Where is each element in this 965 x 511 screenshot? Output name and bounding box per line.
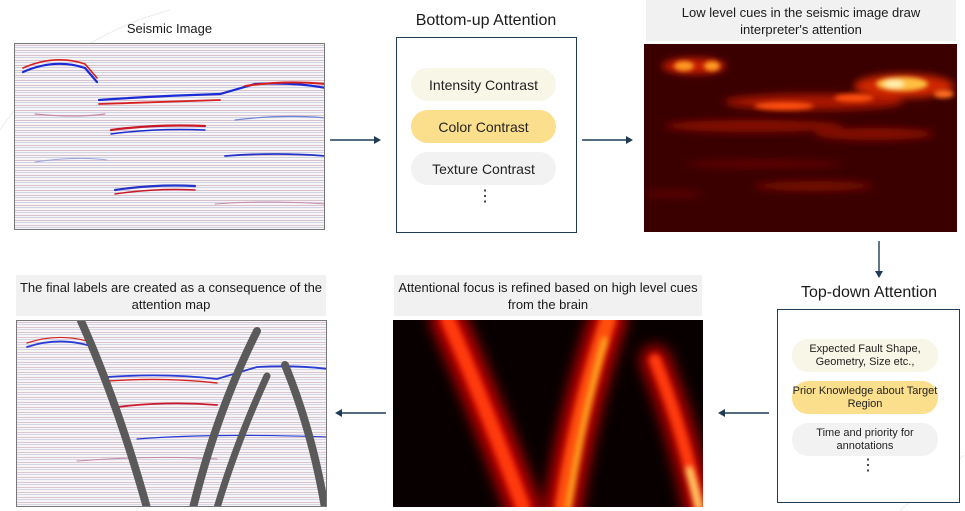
refined-attention-map — [393, 320, 703, 507]
low-level-caption: Low level cues in the seismic image draw… — [646, 0, 956, 41]
arrow-left-2 — [335, 409, 386, 417]
pill-time-priority: Time and priority for annotations — [792, 423, 938, 456]
pill-intensity-contrast: Intensity Contrast — [411, 68, 556, 101]
more-items-icon: ⋮ — [477, 188, 493, 205]
more-items-icon: ⋮ — [860, 457, 876, 474]
final-caption: The final labels are created as a conseq… — [16, 275, 326, 316]
seismic-image-graphic — [15, 44, 324, 229]
pill-expected-fault-shape: Expected Fault Shape, Geometry, Size etc… — [792, 339, 938, 372]
saliency-heatmap-graphic — [644, 44, 957, 232]
pill-texture-contrast: Texture Contrast — [411, 152, 556, 185]
pill-prior-knowledge: Prior Knowledge about Target Region — [792, 381, 938, 414]
saliency-heatmap — [644, 44, 957, 232]
fault-labels — [77, 321, 326, 506]
bottom-up-title: Bottom-up Attention — [415, 12, 557, 29]
top-down-title: Top-down Attention — [800, 284, 938, 301]
final-labels-graphic — [17, 321, 326, 506]
arrow-right-2 — [582, 136, 633, 144]
arrow-down — [875, 241, 883, 278]
arrow-right-1 — [330, 136, 381, 144]
final-labels-image — [16, 320, 327, 507]
refined-attention-map-graphic — [393, 320, 703, 507]
pill-color-contrast: Color Contrast — [411, 110, 556, 143]
arrow-left-1 — [718, 409, 769, 417]
bottom-up-panel: Intensity Contrast Color Contrast Textur… — [396, 37, 577, 233]
top-down-panel: Expected Fault Shape, Geometry, Size etc… — [777, 309, 960, 503]
seismic-image — [14, 43, 325, 230]
seismic-image-title: Seismic Image — [126, 21, 213, 36]
refined-caption: Attentional focus is refined based on hi… — [394, 275, 702, 316]
